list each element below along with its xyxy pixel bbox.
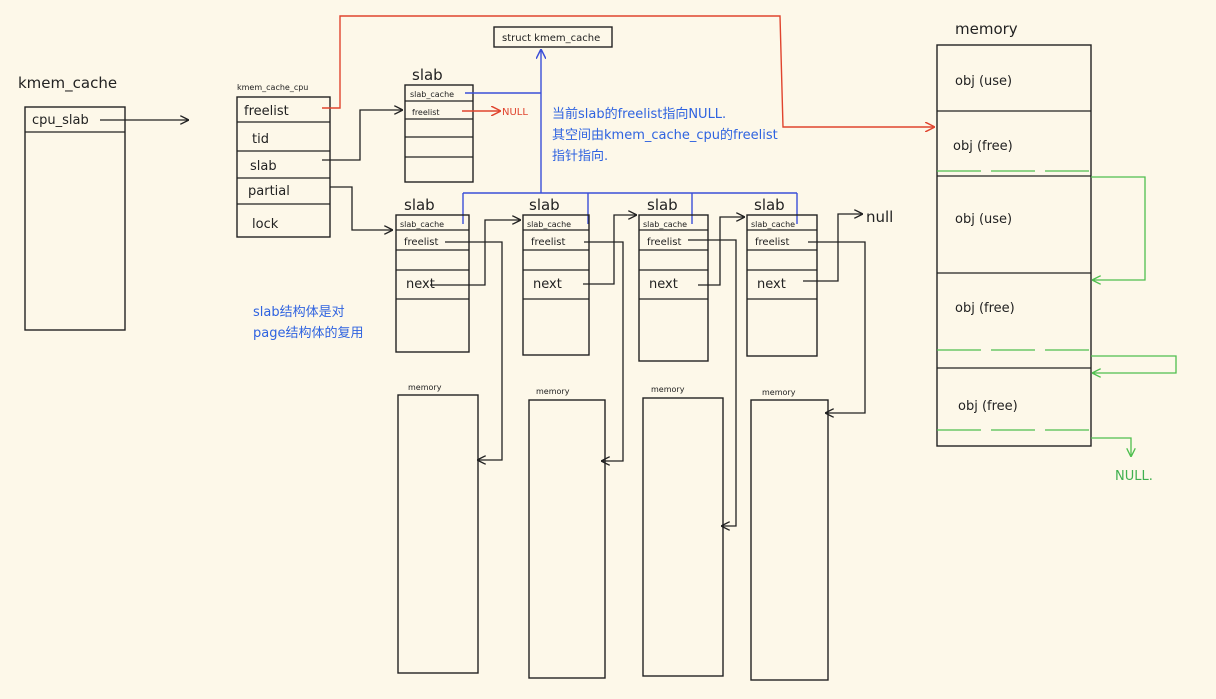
- partial-slab-box: [522, 214, 590, 356]
- partial-slab-cache: slab_cache: [751, 220, 795, 229]
- partial-slab: slab slab_cache freelist next memory: [395, 196, 479, 674]
- partial-memory-title: memory: [408, 383, 442, 392]
- memory-obj-1: obj (free): [953, 139, 1013, 154]
- partial-list-null: null: [866, 208, 893, 226]
- reuse-note-line-1: slab结构体是对: [253, 305, 345, 320]
- struct-kmem-cache-label: struct kmem_cache: [502, 33, 600, 44]
- kmem-cache-struct: kmem_cache cpu_slab: [18, 74, 188, 331]
- cpu-slab-title: slab: [412, 66, 443, 84]
- partial-memory-title: memory: [651, 385, 685, 394]
- partial-slab-box: [638, 214, 709, 362]
- reuse-note-line-2: page结构体的复用: [253, 325, 363, 341]
- partial-slab-title: slab: [647, 196, 678, 214]
- partial-slab-title: slab: [529, 196, 560, 214]
- partial-slab: slab slab_cache freelist next memory: [522, 196, 606, 679]
- partial-memory-title: memory: [536, 387, 570, 396]
- free-chain-link-2: [1091, 355, 1177, 373]
- cpu-freelist-red-pointer: [322, 15, 934, 127]
- partial-slab-next: next: [533, 277, 562, 292]
- cpu-slab: slab slab_cache freelist NULL: [404, 66, 528, 183]
- partial-slab-title: slab: [404, 196, 435, 214]
- freelist-note-line-3: 指针指向.: [552, 148, 608, 164]
- cpu-field-freelist: freelist: [244, 104, 289, 119]
- partial-slab-box: [746, 214, 818, 357]
- partial-slab-box: [395, 214, 470, 353]
- freelist-note-line-1: 当前slab的freelist指向NULL.: [552, 106, 726, 122]
- memory-box: [936, 44, 1092, 447]
- cpu-field-tid: tid: [252, 132, 269, 147]
- cpu-slab-freelist: freelist: [412, 108, 440, 117]
- kmem-cache-cpu-box: [236, 96, 331, 238]
- partial-slab: slab slab_cache freelist next memory: [746, 196, 829, 681]
- partial-slab-cache: slab_cache: [643, 220, 687, 229]
- free-chain-link-1: [1091, 176, 1146, 280]
- slab-cache-pointers: [462, 50, 798, 224]
- partial-slab-freelist: freelist: [531, 237, 565, 248]
- kmem-cache-cpu-struct: kmem_cache_cpu freelist tid slab partial…: [236, 83, 331, 238]
- partial-slab-list: slabslab_cachefreelistnextmemoryslabslab…: [395, 196, 829, 681]
- cpu-field-lock: lock: [252, 217, 279, 232]
- memory-null-label: NULL.: [1115, 469, 1153, 484]
- partial-slab-next: next: [406, 277, 435, 292]
- memory-title: memory: [955, 20, 1018, 38]
- partial-slab-next: next: [649, 277, 678, 292]
- freelist-memory-pointers: [445, 239, 866, 526]
- cpu-slab-to-slab-pointer: [322, 110, 402, 161]
- partial-slab-title: slab: [754, 196, 785, 214]
- next-pointers: null: [430, 208, 893, 286]
- memory-obj-4: obj (free): [958, 399, 1018, 414]
- kmem-cache-box: [24, 106, 126, 331]
- memory-block: memory obj (use) obj (free) obj (use) ob…: [936, 20, 1177, 484]
- partial-memory-box: [397, 394, 479, 674]
- cpu-slab-null-label: NULL: [502, 107, 528, 118]
- freelist-note-line-2: 其空间由kmem_cache_cpu的freelist: [552, 127, 778, 143]
- partial-pointer: [330, 186, 392, 230]
- partial-memory-box: [528, 399, 606, 679]
- struct-kmem-cache-box: [493, 26, 613, 48]
- kmem-cache-cpu-title: kmem_cache_cpu: [237, 83, 308, 92]
- cpu-slab-box: [404, 84, 474, 183]
- freelist-annotation: 当前slab的freelist指向NULL. 其空间由kmem_cache_cp…: [552, 106, 778, 164]
- partial-slab: slab slab_cache freelist next memory: [638, 196, 724, 677]
- cpu-field-slab: slab: [250, 159, 277, 174]
- partial-slab-next: next: [757, 277, 786, 292]
- partial-slab-freelist: freelist: [404, 237, 438, 248]
- partial-slab-cache: slab_cache: [400, 220, 444, 229]
- memory-obj-0: obj (use): [955, 74, 1012, 89]
- cpu-slab-slab-cache: slab_cache: [410, 90, 454, 99]
- reuse-annotation: slab结构体是对 page结构体的复用: [253, 305, 363, 341]
- partial-slab-freelist: freelist: [647, 237, 681, 248]
- partial-memory-title: memory: [762, 388, 796, 397]
- cpu-field-partial: partial: [248, 184, 290, 199]
- free-chain-link-3: [1091, 437, 1131, 456]
- partial-slab-freelist: freelist: [755, 237, 789, 248]
- partial-slab-cache: slab_cache: [527, 220, 571, 229]
- struct-kmem-cache-node: struct kmem_cache: [493, 26, 613, 48]
- memory-obj-3: obj (free): [955, 301, 1015, 316]
- cpu-slab-field: cpu_slab: [32, 113, 89, 128]
- partial-memory-box: [750, 399, 829, 681]
- kmem-cache-title: kmem_cache: [18, 74, 117, 93]
- partial-memory-box: [642, 397, 724, 677]
- memory-obj-2: obj (use): [955, 212, 1012, 227]
